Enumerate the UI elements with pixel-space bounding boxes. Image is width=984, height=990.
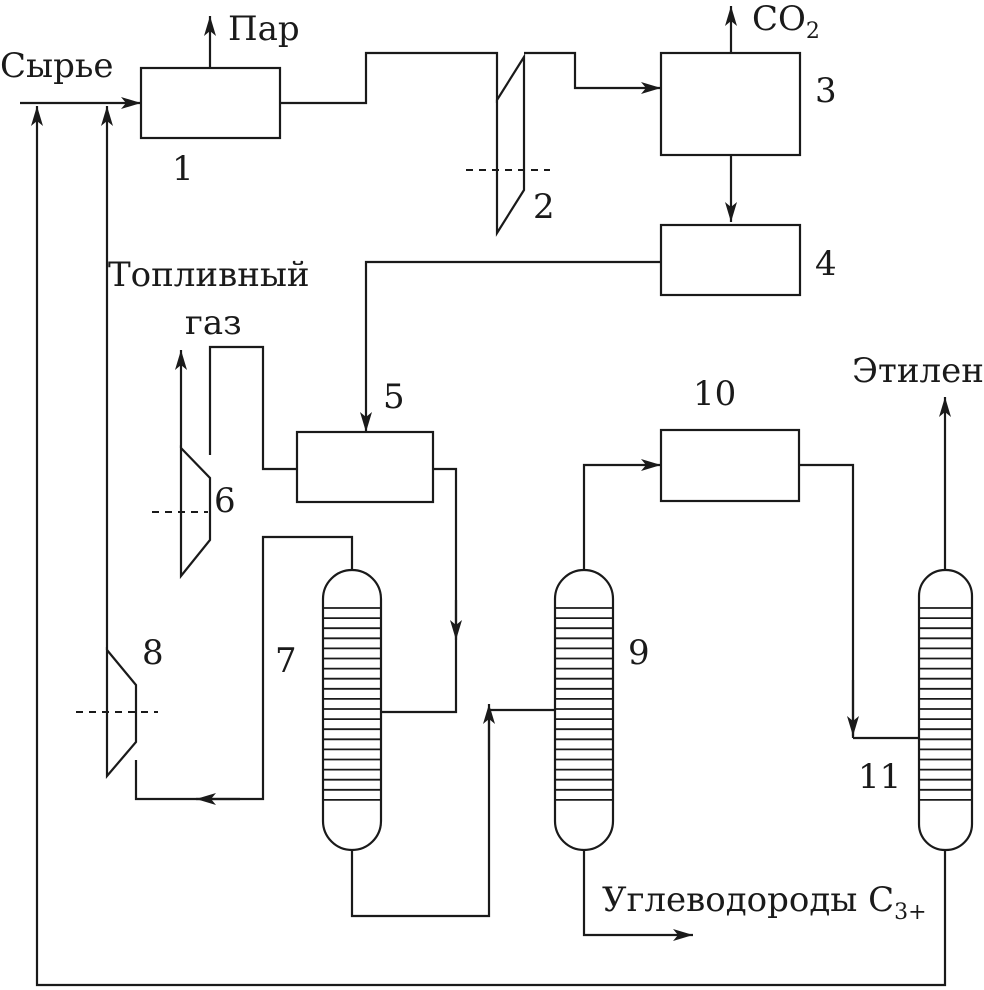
feed-label: Сырье: [0, 46, 113, 86]
c3-label: Углеводороды С3+: [602, 880, 927, 925]
column-trays: [323, 607, 972, 801]
fuel-gas-label-line2: газ: [185, 303, 242, 343]
unit-10-box: [659, 428, 801, 503]
line-4-to-5: [360, 260, 661, 432]
unit-11-label: 11: [858, 757, 901, 797]
line-5-to-7: [381, 467, 458, 714]
equipment: [76, 51, 974, 852]
unit-9-label: 9: [628, 633, 650, 673]
unit-4-label: 4: [815, 244, 837, 284]
column-11: [917, 568, 974, 852]
c3-subscript: 3+: [894, 900, 926, 925]
unit-4-box: [659, 223, 802, 297]
line-10-to-11: [799, 463, 855, 738]
steam-label: Пар: [228, 9, 300, 49]
fuel-gas-label-line1: Топливный: [108, 255, 310, 295]
line-7-to-8: [134, 535, 354, 801]
column-9: [553, 568, 615, 852]
line-2-to-3: [524, 51, 661, 94]
recycle-line: [31, 106, 947, 987]
unit-1-label: 1: [172, 149, 194, 189]
unit-10-label: 10: [693, 374, 736, 414]
unit-1-box: [139, 66, 282, 140]
flow-lines: [20, 6, 951, 987]
co2-subscript: 2: [806, 19, 820, 44]
ethylene-label: Этилен: [852, 351, 984, 391]
column-7: [321, 568, 383, 852]
compressor-2: [495, 53, 526, 237]
unit-3-box: [659, 51, 802, 157]
line-7-to-9: [350, 710, 491, 918]
unit-6-label: 6: [214, 481, 236, 521]
unit-5-box: [295, 430, 435, 504]
line-1-to-2: [280, 51, 499, 105]
unit-5-label: 5: [383, 377, 405, 417]
unit-2-label: 2: [533, 187, 555, 227]
unit-3-label: 3: [815, 71, 837, 111]
line-5-to-6: [208, 345, 297, 471]
line-9-to-10: [582, 459, 661, 572]
c3-outlet-line: [582, 848, 693, 941]
co2-label: CO2: [752, 0, 820, 44]
unit-7-label: 7: [275, 641, 297, 681]
unit-8-label: 8: [142, 633, 164, 673]
